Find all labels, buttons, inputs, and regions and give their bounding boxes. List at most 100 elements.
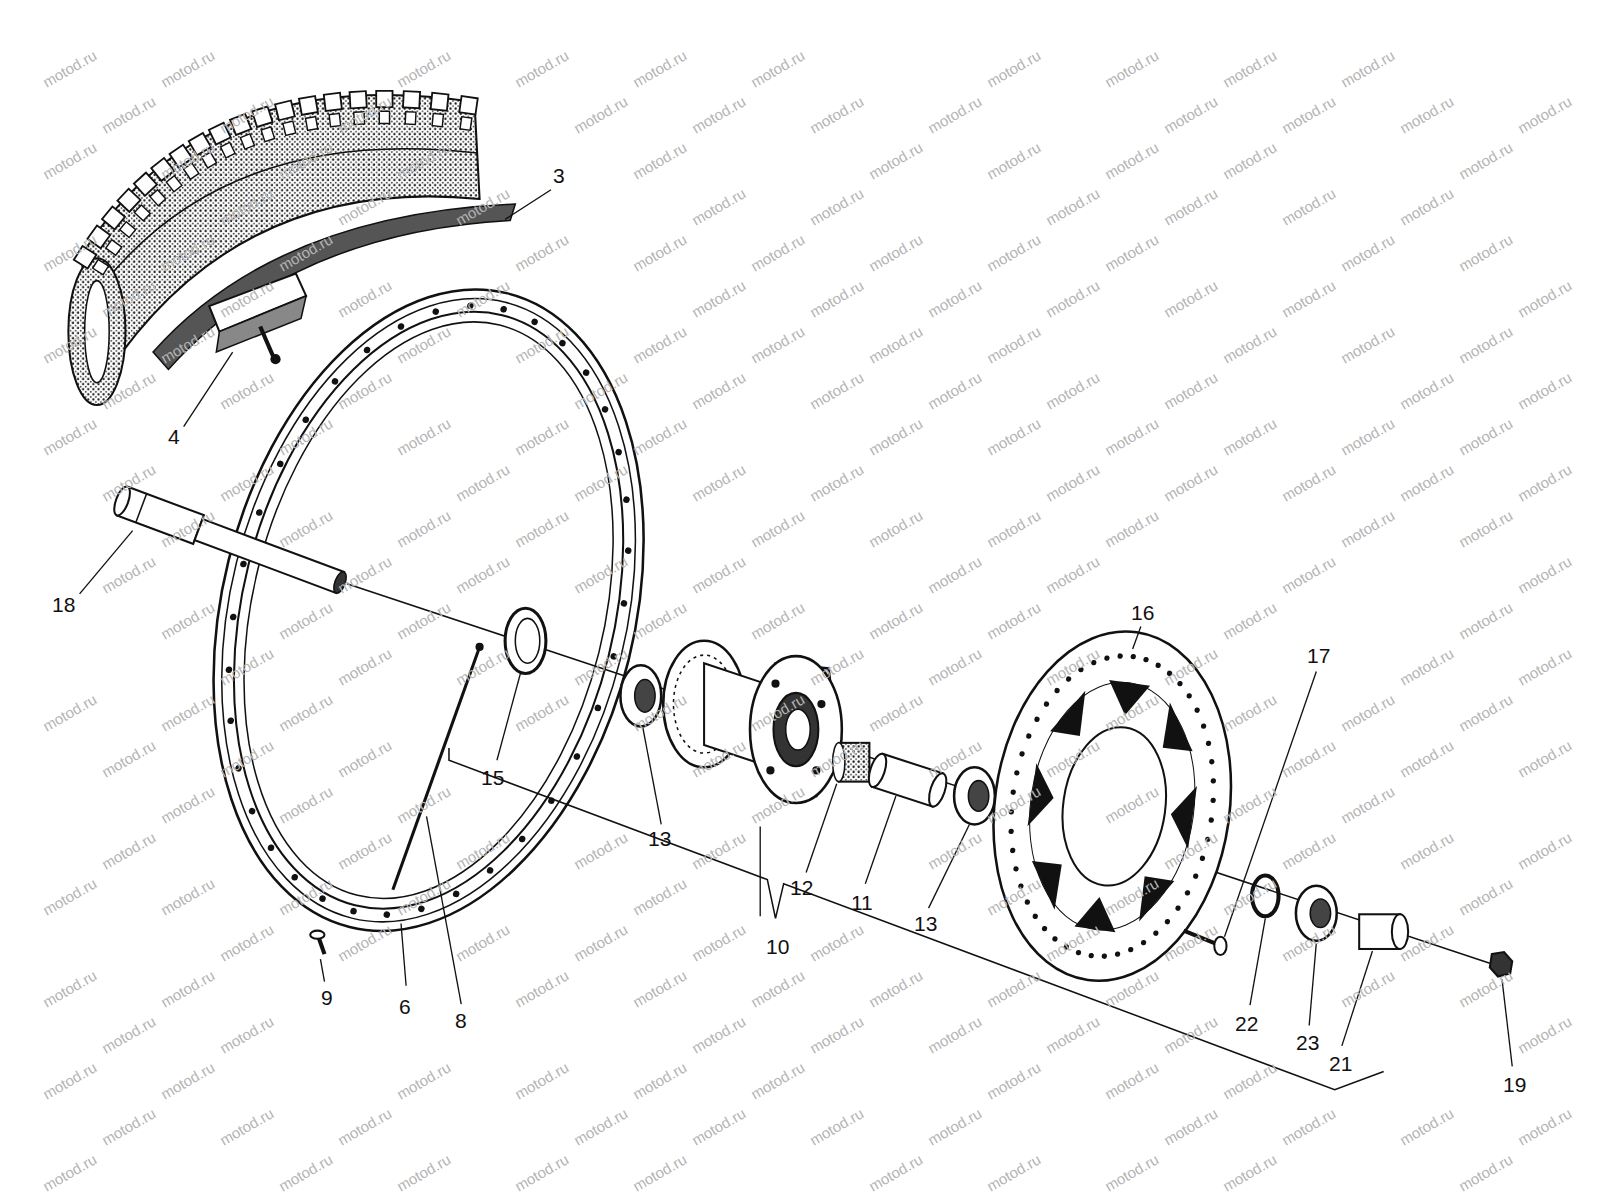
watermark: motod.ru <box>1515 1013 1574 1056</box>
watermark: motod.ru <box>984 231 1043 274</box>
watermark: motod.ru <box>1456 875 1515 918</box>
watermark: motod.ru <box>512 1151 571 1194</box>
watermark: motod.ru <box>1338 47 1397 90</box>
watermark: motod.ru <box>1102 507 1161 550</box>
watermark: motod.ru <box>158 691 217 734</box>
watermark: motod.ru <box>1338 415 1397 458</box>
watermark: motod.ru <box>1102 415 1161 458</box>
watermark: motod.ru <box>1102 139 1161 182</box>
watermark: motod.ru <box>571 93 630 136</box>
watermark: motod.ru <box>748 1059 807 1102</box>
watermark: motod.ru <box>99 829 158 872</box>
watermark: motod.ru <box>1220 875 1279 918</box>
watermark: motod.ru <box>1397 461 1456 504</box>
watermark: motod.ru <box>1279 1105 1338 1148</box>
watermark: motod.ru <box>1279 737 1338 780</box>
watermark: motod.ru <box>1515 645 1574 688</box>
watermark: motod.ru <box>99 1105 158 1148</box>
watermark: motod.ru <box>99 737 158 780</box>
seal <box>505 608 546 673</box>
watermark: motod.ru <box>1279 461 1338 504</box>
spacer <box>1359 914 1408 949</box>
watermark: motod.ru <box>984 1151 1043 1194</box>
watermark: motod.ru <box>335 829 394 872</box>
group-bracket <box>449 748 1384 1090</box>
watermark: motod.ru <box>512 507 571 550</box>
watermark: motod.ru <box>394 1059 453 1102</box>
watermark: motod.ru <box>40 1151 99 1194</box>
watermark: motod.ru <box>512 967 571 1010</box>
watermark: motod.ru <box>158 1059 217 1102</box>
rim <box>150 244 708 977</box>
watermark: motod.ru <box>217 1013 276 1056</box>
watermark: motod.ru <box>1279 277 1338 320</box>
watermark: motod.ru <box>748 599 807 642</box>
watermark: motod.ru <box>217 1105 276 1148</box>
watermark: motod.ru <box>512 691 571 734</box>
watermark: motod.ru <box>1161 277 1220 320</box>
watermark: motod.ru <box>1102 47 1161 90</box>
callout-number: 18 <box>50 593 77 616</box>
watermark: motod.ru <box>512 47 571 90</box>
watermark: motod.ru <box>1220 47 1279 90</box>
watermark: motod.ru <box>984 323 1043 366</box>
watermark: motod.ru <box>748 323 807 366</box>
watermark: motod.ru <box>394 783 453 826</box>
watermark: motod.ru <box>1515 829 1574 872</box>
watermark: motod.ru <box>394 599 453 642</box>
watermark: motod.ru <box>689 829 748 872</box>
watermark: motod.ru <box>807 93 866 136</box>
watermark: motod.ru <box>807 1013 866 1056</box>
watermark: motod.ru <box>394 507 453 550</box>
watermark: motod.ru <box>40 967 99 1010</box>
brake-disc <box>972 616 1253 996</box>
watermark: motod.ru <box>217 645 276 688</box>
watermark: motod.ru <box>630 139 689 182</box>
watermark: motod.ru <box>1220 599 1279 642</box>
watermark: motod.ru <box>99 1013 158 1056</box>
callout-number: 4 <box>166 425 182 448</box>
watermark: motod.ru <box>1220 415 1279 458</box>
watermark: motod.ru <box>453 553 512 596</box>
watermark: motod.ru <box>1456 415 1515 458</box>
callout-number: 17 <box>1305 644 1332 667</box>
watermark: motod.ru <box>689 553 748 596</box>
watermark: motod.ru <box>1279 185 1338 228</box>
watermark: motod.ru <box>1338 507 1397 550</box>
watermark: motod.ru <box>512 1059 571 1102</box>
watermark: motod.ru <box>630 875 689 918</box>
watermark: motod.ru <box>630 967 689 1010</box>
watermark: motod.ru <box>1279 93 1338 136</box>
watermark: motod.ru <box>984 1059 1043 1102</box>
watermark: motod.ru <box>512 231 571 274</box>
watermark: motod.ru <box>394 47 453 90</box>
watermark: motod.ru <box>748 231 807 274</box>
watermark: motod.ru <box>1397 829 1456 872</box>
watermark: motod.ru <box>925 553 984 596</box>
callout-number: 22 <box>1233 1012 1260 1035</box>
watermark: motod.ru <box>1220 1151 1279 1194</box>
watermark: motod.ru <box>158 967 217 1010</box>
watermark: motod.ru <box>689 1105 748 1148</box>
watermark: motod.ru <box>40 47 99 90</box>
watermark: motod.ru <box>158 599 217 642</box>
watermark: motod.ru <box>1515 93 1574 136</box>
watermark: motod.ru <box>984 47 1043 90</box>
callout-number: 9 <box>319 986 335 1009</box>
watermark: motod.ru <box>571 1105 630 1148</box>
watermark: motod.ru <box>630 1151 689 1194</box>
watermark: motod.ru <box>40 415 99 458</box>
watermark: motod.ru <box>335 645 394 688</box>
watermark: motod.ru <box>689 185 748 228</box>
watermark: motod.ru <box>1220 323 1279 366</box>
axle <box>111 484 350 598</box>
watermark: motod.ru <box>1043 185 1102 228</box>
watermark: motod.ru <box>807 185 866 228</box>
watermark: motod.ru <box>866 599 925 642</box>
watermark: motod.ru <box>276 507 335 550</box>
watermark: motod.ru <box>217 369 276 412</box>
watermark: motod.ru <box>1338 323 1397 366</box>
watermark: motod.ru <box>1220 691 1279 734</box>
callout-number: 3 <box>551 164 567 187</box>
watermark: motod.ru <box>1338 231 1397 274</box>
